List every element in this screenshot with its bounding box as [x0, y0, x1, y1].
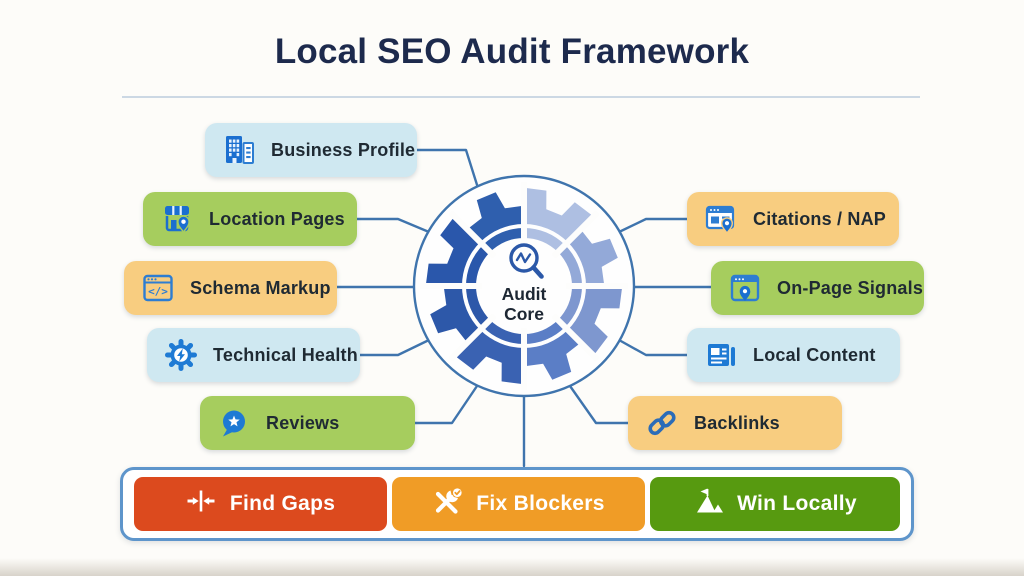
- node-label: Reviews: [266, 412, 340, 433]
- gear-bolt-icon: [162, 337, 200, 373]
- node-label: Local Content: [753, 344, 876, 365]
- audit-core-label: Audit Core: [464, 284, 584, 324]
- svg-text:</>: </>: [148, 285, 168, 298]
- fix-blockers-button: Fix Blockers: [392, 477, 645, 531]
- flag-mountain-icon: [693, 486, 724, 522]
- node-technical-health: Technical Health: [147, 328, 360, 382]
- crossed-tools-check-icon: [432, 486, 462, 522]
- code-browser-icon: </>: [139, 270, 177, 306]
- storefront-pin-icon: [158, 201, 196, 237]
- node-label: Business Profile: [271, 139, 416, 160]
- chain-link-icon: [643, 405, 681, 441]
- newspaper-icon: [702, 337, 740, 373]
- action-label: Find Gaps: [229, 492, 336, 515]
- action-bar: Find Gaps Fix Blockers: [120, 467, 914, 541]
- node-label: On-Page Signals: [777, 277, 924, 298]
- browser-pin-icon: [726, 270, 764, 306]
- converging-arrows-icon: [186, 486, 216, 522]
- node-label: Backlinks: [694, 412, 780, 433]
- action-label: Win Locally: [737, 492, 857, 515]
- node-business-profile: Business Profile: [205, 123, 417, 177]
- audit-core-line2: Core: [504, 303, 544, 324]
- find-gaps-button: Find Gaps: [134, 477, 387, 531]
- audit-core-line1: Audit: [501, 284, 547, 304]
- star-bubble-icon: [215, 405, 253, 441]
- page-title: Local SEO Audit Framework: [274, 32, 750, 71]
- listing-pin-icon: [702, 201, 740, 237]
- node-backlinks: Backlinks: [628, 396, 842, 450]
- slide-bottom-shadow: [0, 558, 1024, 576]
- node-label: Citations / NAP: [753, 208, 887, 229]
- node-reviews: Reviews: [200, 396, 415, 450]
- node-schema-markup: </> Schema Markup: [124, 261, 337, 315]
- action-label: Fix Blockers: [476, 492, 605, 515]
- node-local-content: Local Content: [687, 328, 900, 382]
- node-label: Location Pages: [209, 208, 345, 229]
- title-divider: [122, 96, 920, 98]
- node-on-page-signals: On-Page Signals: [711, 261, 924, 315]
- win-locally-button: Win Locally: [650, 477, 900, 531]
- node-location-pages: Location Pages: [143, 192, 357, 246]
- building-icon: [220, 132, 258, 168]
- node-label: Schema Markup: [190, 277, 331, 298]
- node-citations-nap: Citations / NAP: [687, 192, 899, 246]
- node-label: Technical Health: [213, 344, 358, 365]
